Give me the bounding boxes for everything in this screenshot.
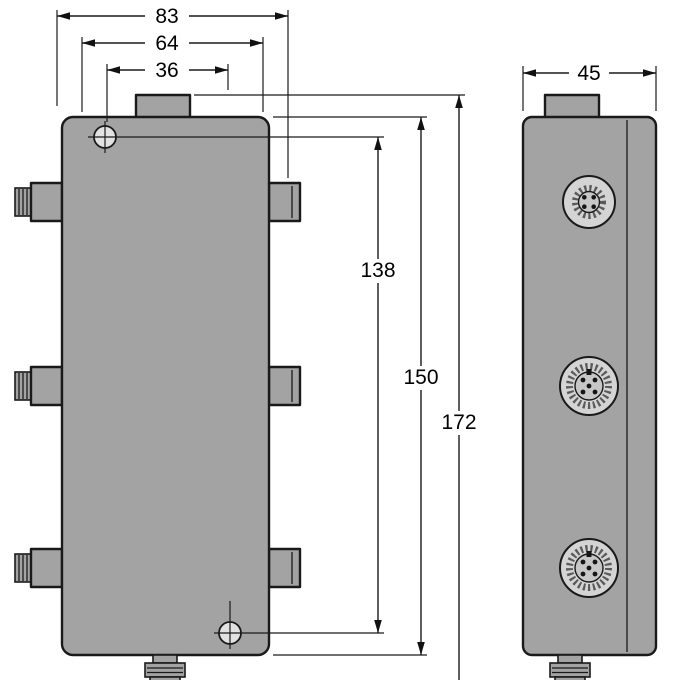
dimensions: 83 64 36 138 [56, 5, 657, 680]
front-cable-gland [144, 654, 186, 680]
front-screw-bottom [214, 601, 384, 649]
dim-label-150: 150 [403, 366, 438, 389]
side-connector-m8 [562, 175, 616, 229]
side-connector-m12-middle [559, 356, 619, 416]
dimension-top-width: 36 [106, 59, 229, 122]
front-left-connector-3 [14, 547, 64, 589]
front-body [60, 115, 271, 657]
front-right-connector-3 [267, 547, 302, 589]
keyway-notch [586, 551, 592, 557]
dim-label-83: 83 [155, 5, 178, 28]
front-screw-top [88, 121, 384, 153]
dimension-overall-width: 83 [56, 5, 289, 178]
side-top-tab [543, 93, 601, 121]
gland-nut [549, 662, 591, 678]
gland-collar [152, 654, 178, 664]
front-right-connector-2 [267, 365, 302, 407]
dimension-body-width: 64 [81, 32, 264, 112]
dim-label-45: 45 [577, 62, 600, 85]
gland-thread [554, 676, 586, 680]
front-left-connector-1 [14, 181, 64, 223]
front-left-connector-2 [14, 365, 64, 407]
side-cable-gland [549, 654, 591, 680]
dimension-body-height: 150 [273, 116, 444, 656]
dimension-depth: 45 [522, 62, 657, 111]
side-view [521, 93, 658, 680]
front-view [14, 93, 384, 680]
dim-label-64: 64 [155, 32, 179, 55]
dimension-hole-spacing: 138 [355, 137, 401, 633]
gland-nut [144, 662, 186, 678]
keyway-notch [586, 369, 592, 375]
gland-collar [557, 654, 583, 664]
dim-label-172: 172 [441, 411, 476, 434]
dim-label-36: 36 [155, 59, 178, 82]
front-right-connector-1 [267, 181, 302, 223]
dimension-overall-height: 172 [194, 94, 482, 680]
front-top-tab [134, 93, 192, 121]
gland-thread [149, 676, 181, 680]
dim-label-138: 138 [360, 259, 395, 282]
side-connector-m12-bottom [559, 538, 619, 598]
